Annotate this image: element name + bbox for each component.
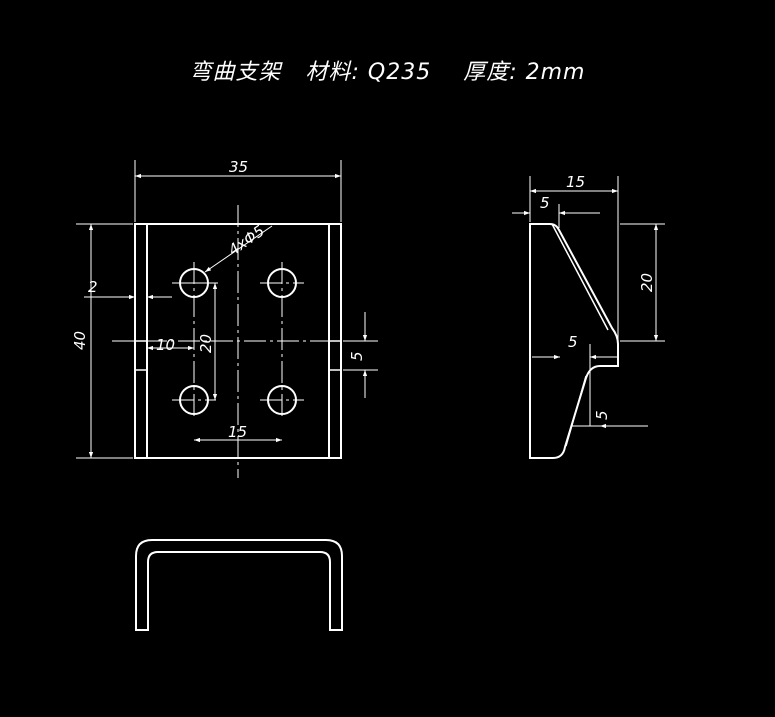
hole-leader bbox=[204, 225, 273, 273]
dim-15-text: 15 bbox=[228, 423, 247, 441]
u-profile-outer bbox=[135, 539, 343, 631]
side-20-text: 20 bbox=[638, 273, 656, 292]
drawing-title: 弯曲支架 材料: Q235 厚度: 2mm bbox=[189, 60, 586, 85]
side-15-text: 15 bbox=[566, 173, 585, 191]
dim-35-text: 35 bbox=[229, 158, 248, 176]
dim-20v-text: 20 bbox=[197, 334, 215, 353]
dim-10-text: 10 bbox=[156, 336, 175, 354]
hole-spec-text: 4xΦ5 bbox=[225, 222, 268, 260]
side-small-text: 5 bbox=[593, 410, 611, 420]
front-view bbox=[76, 160, 378, 478]
dim-5-notch-text: 5 bbox=[348, 351, 366, 361]
top-view bbox=[135, 539, 343, 631]
side-step-text: 5 bbox=[568, 333, 578, 351]
side-outline bbox=[529, 223, 619, 459]
side-view bbox=[512, 176, 665, 459]
dim-40-text: 40 bbox=[71, 331, 89, 350]
side-inner bbox=[551, 223, 609, 447]
dim-2-text: 2 bbox=[88, 278, 98, 296]
side-5-top-text: 5 bbox=[540, 194, 550, 212]
